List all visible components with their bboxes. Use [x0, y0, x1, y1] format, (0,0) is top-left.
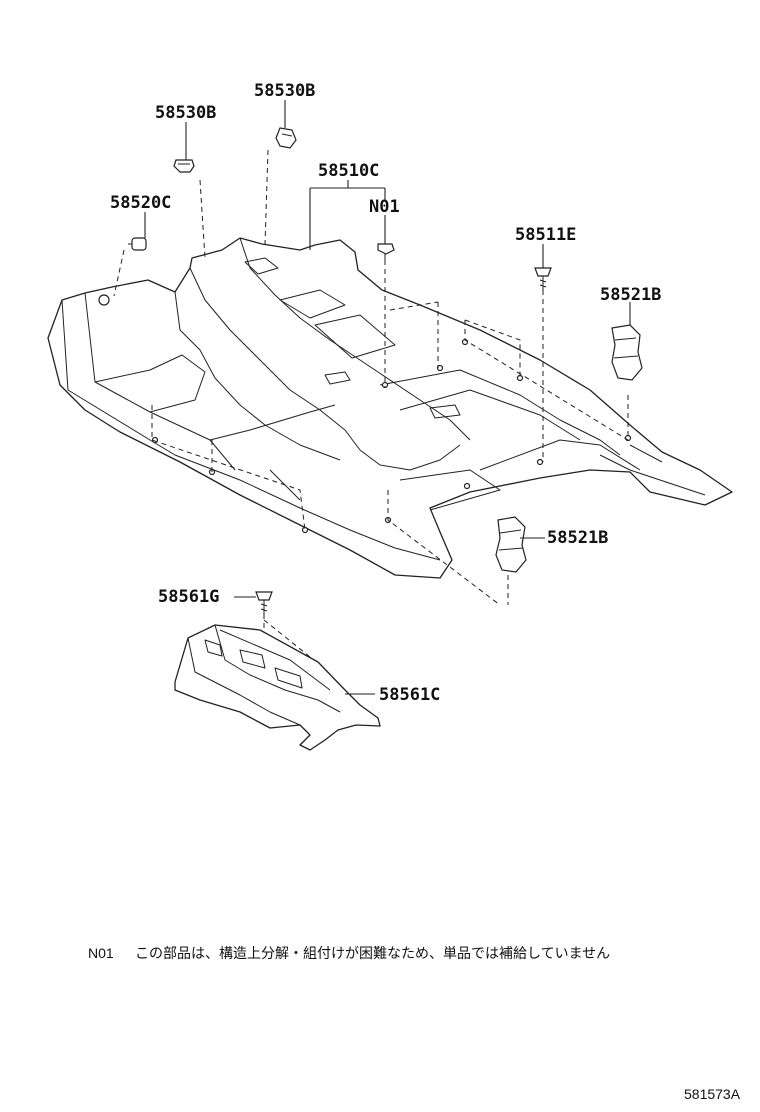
floor-center-tunnel: [174, 237, 471, 471]
floor-mounting-holes: [98, 294, 632, 534]
clip-58521b-upper: [611, 324, 643, 381]
floor-left-footwell: [94, 354, 336, 441]
floor-carpet-assembly: [47, 237, 733, 579]
fastener-58520c: [128, 237, 147, 251]
figure-id: 581573A: [684, 1086, 741, 1102]
floor-tunnel-top: [244, 257, 396, 385]
screw-58511e: [534, 267, 552, 292]
clip-58521b-lower: [495, 516, 527, 573]
footnote-code: N01: [88, 945, 114, 961]
floor-carpet-outline: [47, 237, 733, 579]
fastener-58530b-right: [275, 127, 297, 149]
label-58530b-right: 58530B: [254, 81, 315, 101]
label-58530b-left: 58530B: [155, 103, 216, 123]
floor-right-extension: [599, 444, 706, 496]
fastener-58530b-left: [173, 159, 195, 173]
label-58520c: 58520C: [110, 193, 171, 213]
label-58511e: 58511E: [515, 225, 576, 245]
label-58561c: 58561C: [379, 685, 440, 705]
floor-rear-section: [379, 369, 641, 511]
label-58521b-lower: 58521B: [547, 528, 608, 548]
label-58561g: 58561G: [158, 587, 219, 607]
label-58521b-upper: 58521B: [600, 285, 661, 305]
footnote-text: この部品は、構造上分解・組付けが困難なため、単品では補給していません: [135, 946, 610, 962]
leader-lines: [144, 100, 631, 695]
floor-panel-58561c: [174, 624, 381, 751]
screw-58561g: [255, 591, 273, 614]
clip-n01: [377, 243, 395, 262]
label-58510c: 58510C: [318, 161, 379, 181]
label-n01: N01: [369, 197, 400, 217]
